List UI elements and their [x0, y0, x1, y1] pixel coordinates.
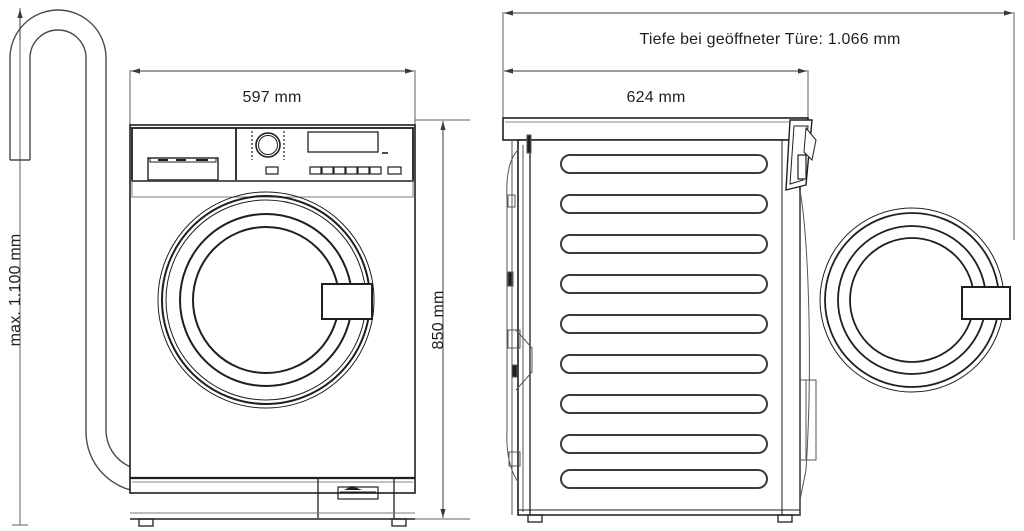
button-start [265, 166, 279, 175]
button-2 [321, 166, 334, 175]
foot-right [391, 518, 407, 527]
side-rib-1 [560, 154, 768, 174]
side-top-panel [502, 117, 809, 141]
dial-outer-ring [255, 132, 281, 158]
side-view [502, 117, 817, 523]
side-rib-8 [560, 434, 768, 454]
side-foot-right [777, 514, 793, 523]
door-latch-zone [799, 379, 817, 461]
side-rib-2 [560, 194, 768, 214]
open-door-handle [961, 286, 1011, 320]
door-open-view [819, 207, 1011, 393]
filter-flap-grip [344, 486, 362, 490]
door-ring-outer-1 [157, 191, 375, 409]
dimension-label-width: 597 mm [243, 89, 302, 106]
side-body-outline [517, 139, 801, 516]
side-rib-7 [560, 394, 768, 414]
side-rib-3 [560, 234, 768, 254]
digital-display [307, 131, 379, 153]
panel-profile-tab [803, 126, 817, 162]
button-6 [369, 166, 382, 175]
dimension-lines [12, 8, 1015, 526]
front-door[interactable] [157, 191, 375, 409]
dimension-arrows [17, 9, 1013, 518]
front-plinth [130, 476, 415, 527]
door-bulge-profile [799, 189, 810, 501]
side-ribs [560, 154, 768, 489]
dial-inner-ring [258, 135, 278, 155]
button-4 [345, 166, 358, 175]
side-door-profile [799, 189, 817, 515]
hose-outer-edge [9, 9, 186, 471]
dimension-label-depth-open: Tiefe bei geöffneter Türe: 1.066 mm [639, 31, 900, 48]
rear-bracket [515, 329, 533, 391]
button-3 [333, 166, 346, 175]
dimension-label-hose-height: max. 1.100 mm [7, 234, 24, 347]
side-rib-5 [560, 314, 768, 334]
side-control-panel-profile [785, 119, 817, 191]
detergent-drawer[interactable] [147, 157, 219, 181]
side-rib-4 [560, 274, 768, 294]
pump-filter-flap[interactable] [337, 486, 379, 500]
rear-fitting-3 [507, 329, 521, 349]
panel-profile-latch [797, 154, 807, 180]
button-7 [387, 166, 402, 175]
foot-left [138, 518, 154, 527]
rear-fitting-top [526, 134, 532, 154]
front-view [129, 124, 416, 527]
side-rib-6 [560, 354, 768, 374]
side-rear-fittings [506, 134, 533, 515]
rear-fitting-4 [511, 364, 518, 378]
control-buttons-row[interactable] [265, 166, 402, 175]
water-hose [9, 9, 186, 493]
button-5 [357, 166, 370, 175]
hose-inner-edge [29, 29, 186, 493]
button-1 [309, 166, 322, 175]
dimension-label-height: 850 mm [430, 291, 447, 350]
detergent-drawer-handle [149, 157, 217, 163]
door-handle [321, 283, 373, 320]
side-foot-left [527, 514, 543, 523]
dimension-label-depth: 624 mm [627, 89, 686, 106]
panel-profile-inner [789, 125, 809, 185]
program-selector-dial[interactable] [251, 131, 285, 160]
side-rib-9 [560, 469, 768, 489]
rear-fitting-2 [507, 271, 514, 287]
rear-fitting-5 [508, 451, 521, 467]
